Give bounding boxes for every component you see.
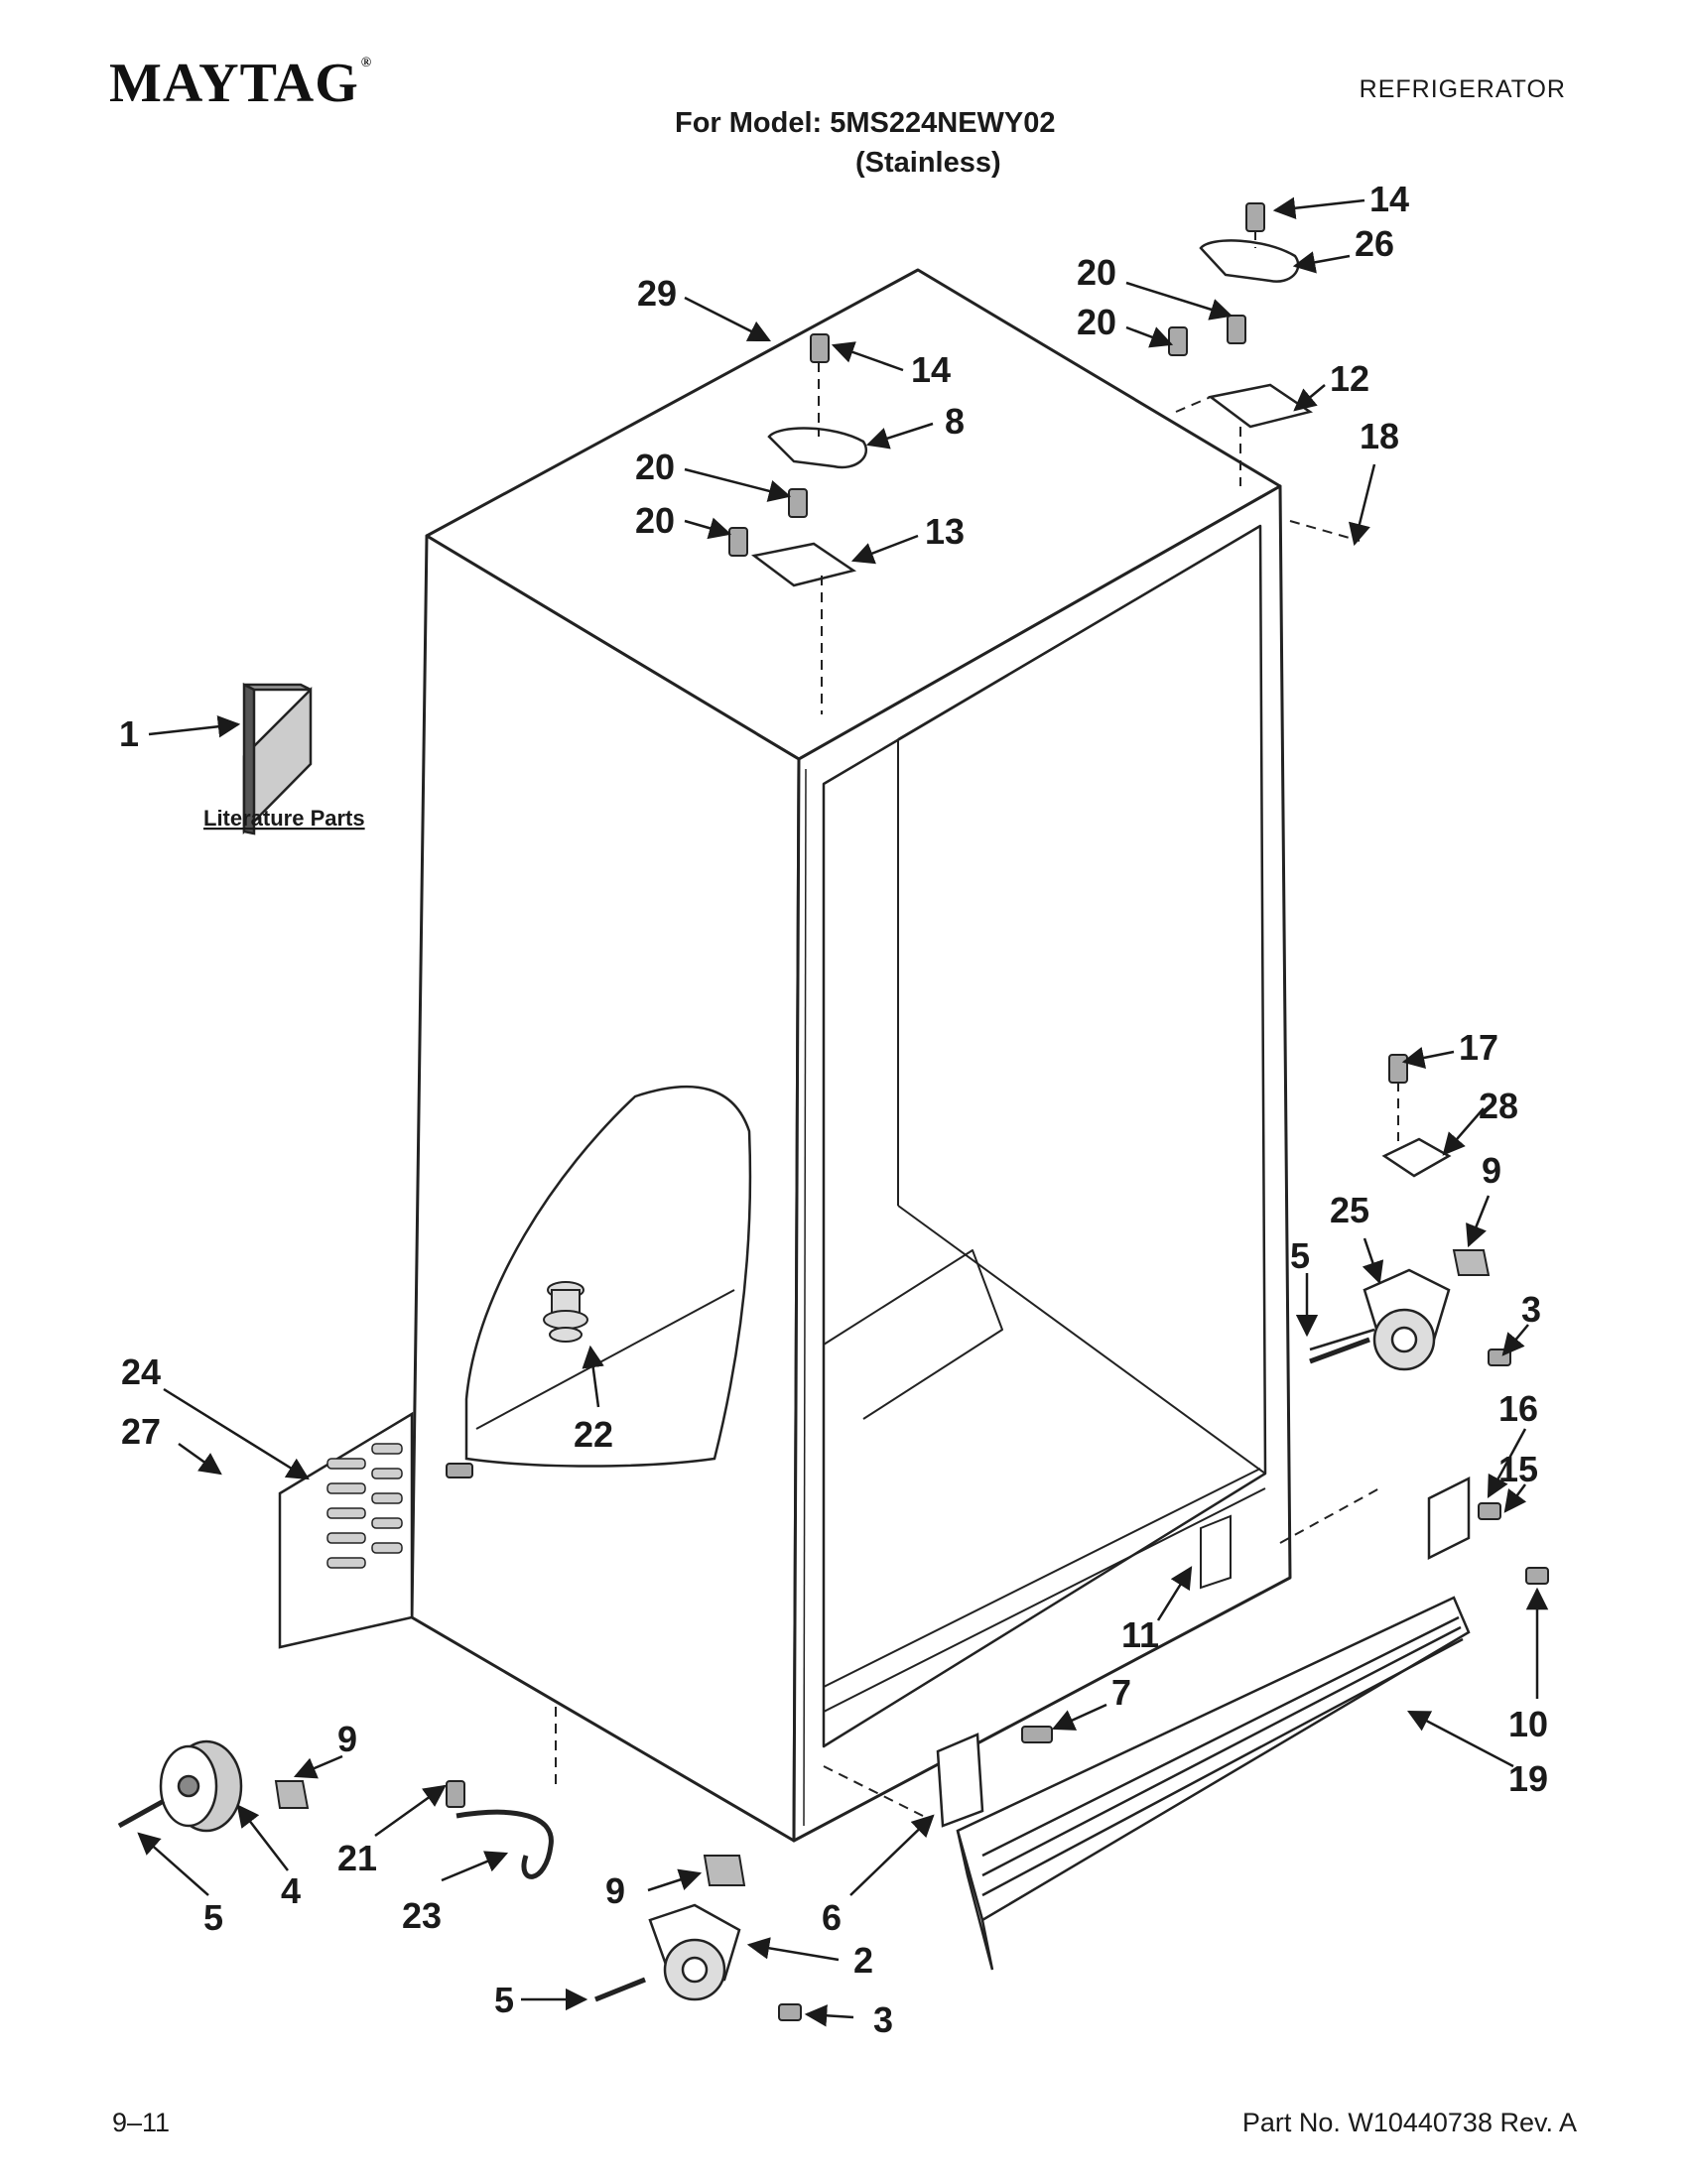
callout-label: 20 <box>635 500 675 541</box>
callout-label: 29 <box>637 273 677 314</box>
model-line: For Model: 5MS224NEWY02 <box>675 107 1056 139</box>
callout-label: 9 <box>337 1719 357 1759</box>
brand-logo: MAYTAG® <box>109 52 372 115</box>
callout-label: 9 <box>605 1870 625 1911</box>
callout-label: 14 <box>1369 179 1409 219</box>
hinge-28 <box>1381 1137 1452 1178</box>
revision-date: 9–11 <box>112 2108 171 2137</box>
callout-label: 5 <box>494 1980 514 2020</box>
callout-label: 5 <box>1290 1235 1310 1276</box>
pad-9-bottom <box>703 1855 746 1886</box>
finish-line: (Stainless) <box>855 147 1001 179</box>
callout-label: 9 <box>1482 1150 1501 1191</box>
callout-label: 28 <box>1479 1086 1518 1126</box>
cabinet-inner-edge-back <box>897 525 1261 740</box>
callout-label: 20 <box>635 447 675 487</box>
callout-label: 4 <box>281 1870 301 1911</box>
drain-fitting-22 <box>543 1281 588 1343</box>
callout-label: 8 <box>945 401 965 442</box>
callout-label: 6 <box>822 1897 842 1938</box>
brand-name: MAYTAG <box>109 53 359 114</box>
callout-labels: 14 26 20 20 12 18 29 14 8 20 20 13 1 17 … <box>119 179 1548 2040</box>
callout-label: 13 <box>925 511 965 552</box>
callout-label: 21 <box>337 1838 377 1878</box>
alignment-lines <box>555 230 1399 1817</box>
callout-label: 16 <box>1498 1388 1538 1429</box>
wheel-4 <box>159 1739 243 1833</box>
callout-label: 11 <box>1121 1614 1159 1655</box>
callout-label: 18 <box>1360 416 1399 456</box>
callout-label: 12 <box>1330 358 1369 399</box>
callout-label: 19 <box>1508 1758 1548 1799</box>
rear-access-panel-24 <box>278 1411 414 1649</box>
roller-assembly-25 <box>1309 1268 1451 1371</box>
bracket-11 <box>1200 1514 1232 1590</box>
callout-label: 23 <box>402 1895 442 1936</box>
callout-label: 7 <box>1111 1672 1131 1713</box>
callout-label: 3 <box>1521 1289 1541 1330</box>
cabinet-inner-shelf <box>823 1249 1003 1420</box>
callout-label: 25 <box>1330 1190 1369 1230</box>
product-category: REFRIGERATOR <box>1359 75 1566 103</box>
callout-label: 14 <box>911 349 951 390</box>
cutaway-region <box>464 1085 752 1468</box>
callout-label: 15 <box>1498 1449 1538 1489</box>
cabinet-sill-line-1 <box>823 1468 1261 1688</box>
cabinet-front-inner-left <box>803 768 807 1827</box>
callout-label: 24 <box>121 1351 161 1392</box>
pin-5-bottom <box>594 1977 646 2002</box>
callout-label: 17 <box>1459 1027 1498 1068</box>
callout-label: 5 <box>203 1897 223 1938</box>
part-number: Part No. W10440738 Rev. A <box>1241 2108 1577 2137</box>
callout-label: 3 <box>873 1999 893 2040</box>
leader-arrows <box>137 196 1549 2027</box>
pin-5-right <box>1309 1337 1370 1364</box>
callout-label: 20 <box>1077 302 1116 342</box>
bracket-16 <box>1427 1476 1471 1561</box>
hinge-12 <box>1208 383 1314 429</box>
literature-book-1 <box>242 682 313 835</box>
screws <box>446 202 1549 2021</box>
literature-parts-label: Literature Parts <box>203 806 365 831</box>
pad-9-left <box>274 1780 310 1809</box>
clip-6 <box>936 1733 984 1828</box>
cabinet-sill-line-2 <box>823 1487 1266 1713</box>
pad-9-right <box>1452 1249 1491 1276</box>
callout-label: 20 <box>1077 252 1116 293</box>
callout-label: 1 <box>119 713 139 754</box>
pin-5-left <box>117 1798 166 1829</box>
cabinet-inner-floor-back <box>897 1205 1266 1475</box>
water-tube-23 <box>455 1809 554 1879</box>
callout-label: 26 <box>1355 223 1394 264</box>
hinge-cover-26 <box>1199 239 1300 283</box>
cutaway-shelf-line <box>475 1289 735 1430</box>
registered-mark: ® <box>360 56 373 70</box>
cabinet-drawing <box>410 268 1292 1843</box>
toe-grille-19 <box>956 1596 1471 1971</box>
hinge-13 <box>751 542 857 587</box>
callout-label: 10 <box>1508 1704 1548 1744</box>
roller-assembly-2 <box>648 1903 741 2001</box>
callout-label: 27 <box>121 1411 161 1452</box>
callout-label: 2 <box>853 1940 873 1981</box>
hinge-cover-8 <box>767 427 868 469</box>
callout-label: 22 <box>574 1414 613 1455</box>
